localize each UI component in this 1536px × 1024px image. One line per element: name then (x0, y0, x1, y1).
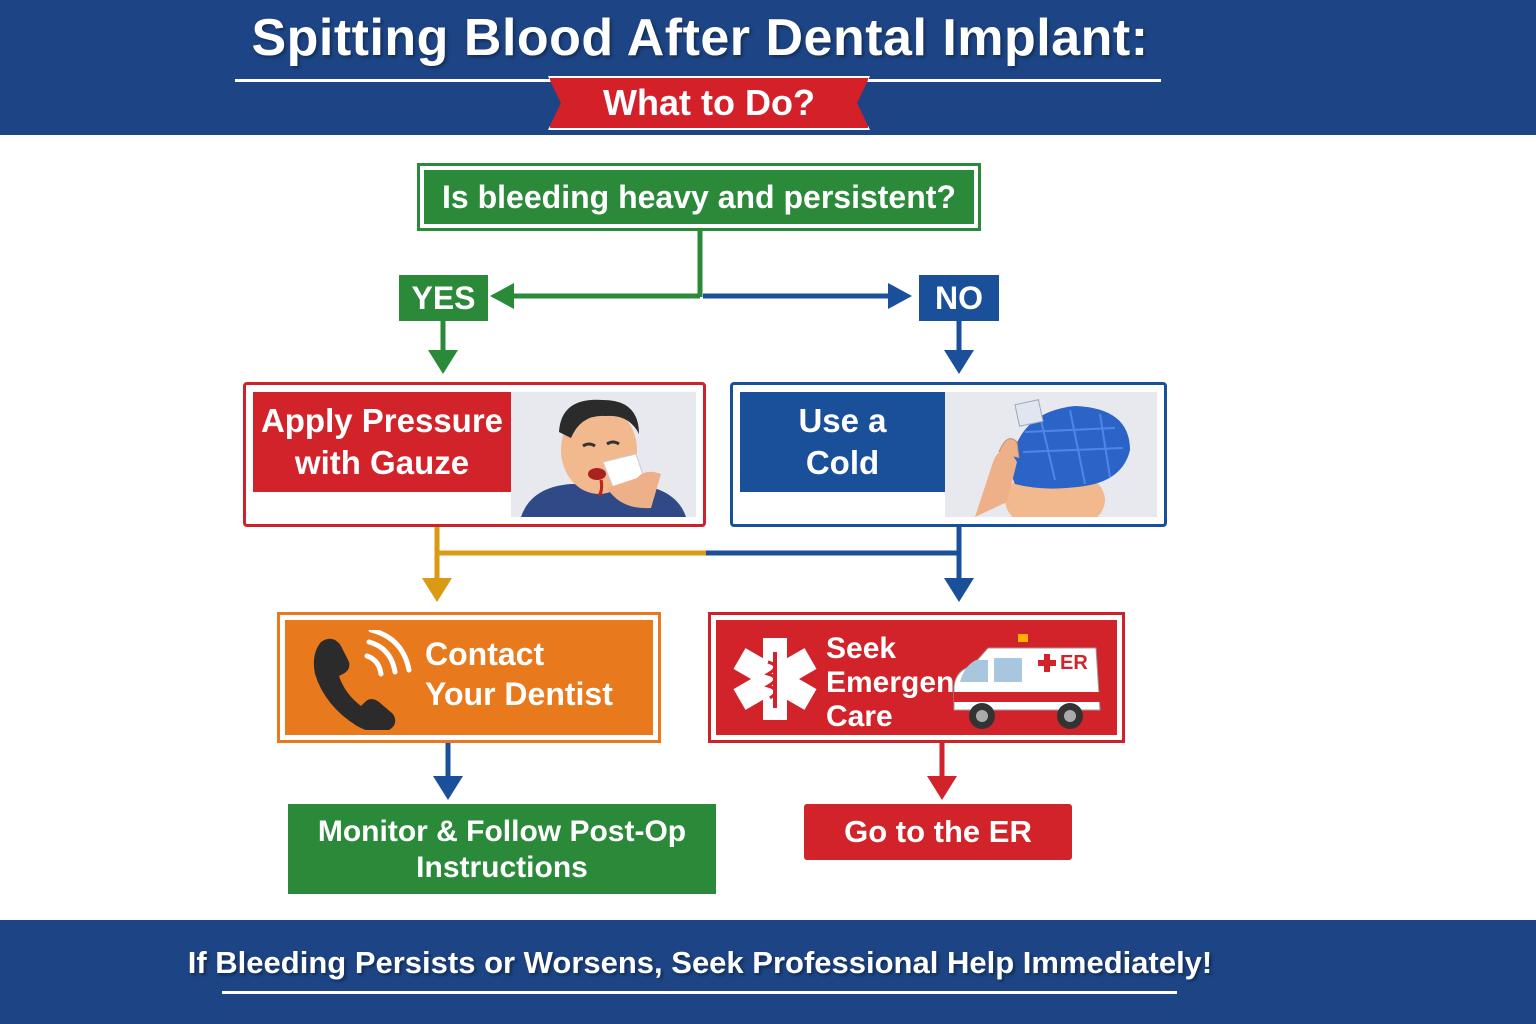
contact-dentist-line2: Your Dentist (425, 676, 613, 712)
ice-pack-on-head-illustration (945, 392, 1157, 517)
monitor-arrowhead (433, 776, 463, 800)
apply-pressure-label: Apply Pressure with Gauze (253, 392, 511, 492)
contact-dentist-panel: Contact Your Dentist (285, 620, 653, 735)
no-arrowhead (888, 283, 912, 309)
er-arrowhead (927, 776, 957, 800)
no-down-arrowhead (944, 350, 974, 374)
seek-emergency-panel: Seek Emergency Care ER (716, 620, 1117, 735)
footer-banner (0, 920, 1536, 1024)
monitor-instructions-box: Monitor & Follow Post-Op Instructions (288, 804, 716, 894)
yes-label: YES (399, 275, 488, 321)
footer-underline (222, 991, 1177, 994)
ambulance-icon: ER (948, 630, 1108, 735)
apply-pressure-line2: with Gauze (294, 444, 470, 481)
contact-dentist-label: Contact Your Dentist (425, 634, 613, 714)
footer-warning: If Bleeding Persists or Worsens, Seek Pr… (187, 945, 1213, 980)
phone-icon (313, 630, 412, 730)
contact-arrowhead (422, 578, 452, 602)
monitor-line1: Monitor & Follow Post-Op (317, 815, 687, 848)
seek-emergency-card: Seek Emergency Care ER (708, 612, 1125, 743)
subtitle-ribbon: What to Do? (548, 76, 870, 130)
cold-compress-line1: Use a (798, 402, 887, 439)
ambulance-er-badge: ER (1060, 652, 1088, 674)
question-box: Is bleeding heavy and persistent? (417, 163, 981, 231)
no-label: NO (919, 275, 999, 321)
cold-compress-label: Use a Cold Compress (740, 392, 945, 523)
seek-arrowhead (944, 578, 974, 602)
apply-pressure-card: Apply Pressure with Gauze (243, 382, 706, 527)
monitor-line2: Instructions (416, 851, 588, 884)
yes-arrowhead (490, 283, 514, 309)
cold-compress-line2: Cold Compress (761, 444, 924, 523)
page-title: Spitting Blood After Dental Implant: (251, 9, 1149, 67)
cold-compress-card: Use a Cold Compress (730, 382, 1167, 527)
man-with-gauze-illustration (511, 392, 696, 517)
seek-emergency-line1: Seek (826, 632, 897, 665)
contact-dentist-card: Contact Your Dentist (277, 612, 661, 743)
contact-dentist-line1: Contact (425, 636, 545, 672)
yes-down-arrowhead (428, 350, 458, 374)
apply-pressure-line1: Apply Pressure (260, 402, 504, 439)
question-text: Is bleeding heavy and persistent? (424, 170, 974, 224)
go-to-er-box: Go to the ER (804, 804, 1072, 860)
star-of-life-icon (733, 638, 817, 720)
seek-emergency-line3: Care (826, 700, 893, 733)
